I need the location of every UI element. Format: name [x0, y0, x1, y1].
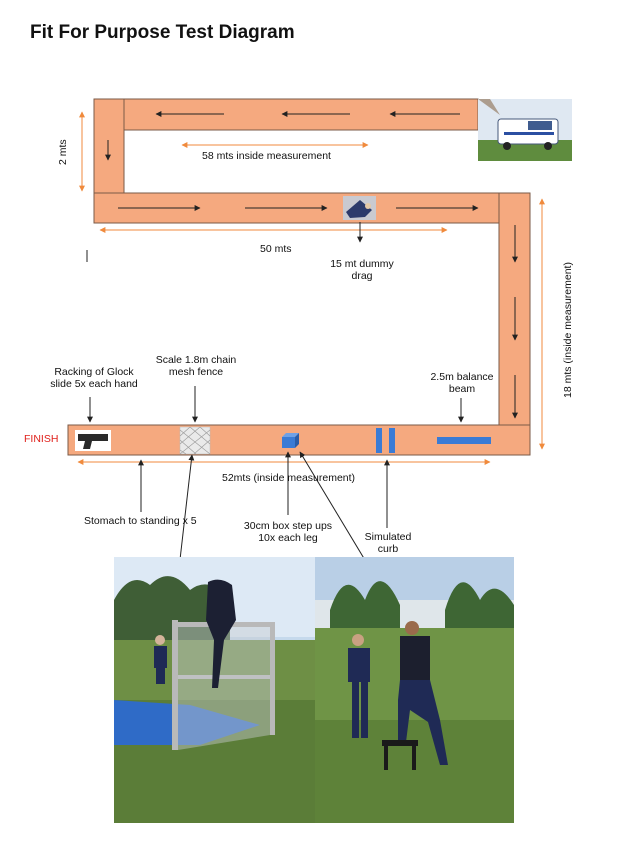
label-2-mts: 2 mts: [57, 139, 69, 165]
label-box-step: 30cm box step ups 10x each leg: [243, 520, 333, 544]
label-balance-beam: 2.5m balance beam: [430, 371, 494, 395]
photo-box-step: [315, 557, 514, 823]
curb-bars: [376, 428, 395, 453]
police-car-image: [478, 99, 572, 161]
chain-mesh-fence: [179, 426, 211, 455]
dummy-image: [343, 196, 376, 220]
label-finish: FINISH: [24, 433, 59, 445]
page-title: Fit For Purpose Test Diagram: [30, 22, 295, 43]
direction-arrows: [105, 111, 518, 419]
step-box: [282, 433, 299, 448]
balance-beam: [437, 437, 491, 444]
label-racking: Racking of Glock slide 5x each hand: [50, 366, 138, 390]
label-stomach: Stomach to standing x 5: [84, 515, 197, 527]
label-50-mts: 50 mts: [260, 243, 292, 255]
pistol-icon: [75, 430, 111, 451]
photo-fence-climb: [114, 557, 315, 823]
label-18-mts: 18 mts (inside measurement): [562, 262, 574, 398]
label-dummy-drag: 15 mt dummy drag: [330, 258, 394, 282]
label-52-mts: 52mts (inside measurement): [222, 472, 356, 484]
label-fence: Scale 1.8m chain mesh fence: [155, 354, 237, 378]
label-58-mts: 58 mts inside measurement: [202, 150, 331, 162]
label-curb: Simulated curb: [364, 531, 412, 555]
measurements: [77, 111, 545, 465]
